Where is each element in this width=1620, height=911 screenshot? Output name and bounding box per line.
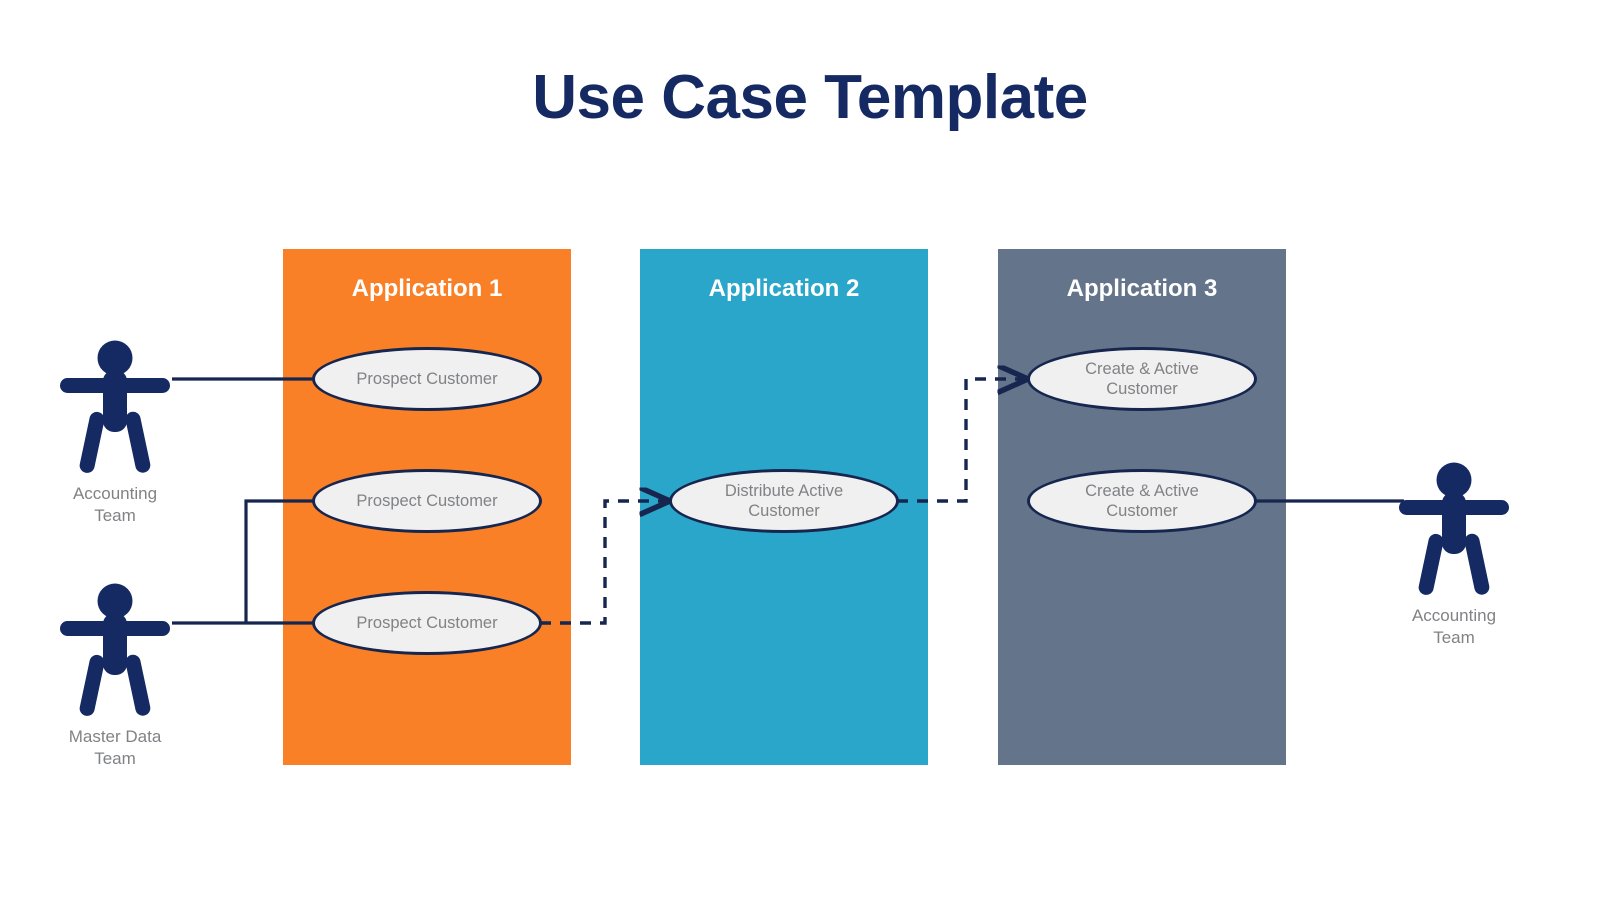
use-case-distribute-active-customer[interactable]: Distribute Active Customer [669,469,899,533]
use-case-prospect-customer-3[interactable]: Prospect Customer [312,591,542,655]
actor-label-line1: Accounting [1411,606,1497,625]
actor-label-line1: Accounting [72,484,158,503]
actor-label-line2: Team [94,506,136,526]
use-case-label: Create & Active Customer [1085,481,1199,520]
actor-label: Accounting Team [1374,605,1534,649]
actor-label-line1: Master Data [68,727,162,746]
person-actor-icon [57,583,173,718]
use-case-label: Prospect Customer [356,613,498,632]
use-case-label: Prospect Customer [356,369,498,388]
use-case-create-active-customer-1[interactable]: Create & Active Customer [1027,347,1257,411]
application-panel-3-title: Application 3 [1066,275,1218,302]
application-panel-2-title: Application 2 [708,275,860,302]
actor-master-data-team[interactable]: Master Data Team [35,583,195,770]
use-case-label: Prospect Customer [356,491,498,510]
application-panel-1-title: Application 1 [351,275,503,302]
actor-accounting-team-right[interactable]: Accounting Team [1374,462,1534,649]
actor-label-line2: Team [94,749,136,769]
use-case-create-active-customer-2[interactable]: Create & Active Customer [1027,469,1257,533]
use-case-label: Create & Active Customer [1085,359,1199,398]
actor-label: Accounting Team [35,483,195,527]
use-case-prospect-customer-2[interactable]: Prospect Customer [312,469,542,533]
person-actor-icon [1396,462,1512,597]
actor-accounting-team-left[interactable]: Accounting Team [35,340,195,527]
use-case-prospect-customer-1[interactable]: Prospect Customer [312,347,542,411]
person-actor-icon [57,340,173,475]
page-title: Use Case Template [532,63,1088,132]
actor-label-line2: Team [1433,628,1475,648]
use-case-label: Distribute Active Customer [724,481,844,520]
actor-label: Master Data Team [35,726,195,770]
